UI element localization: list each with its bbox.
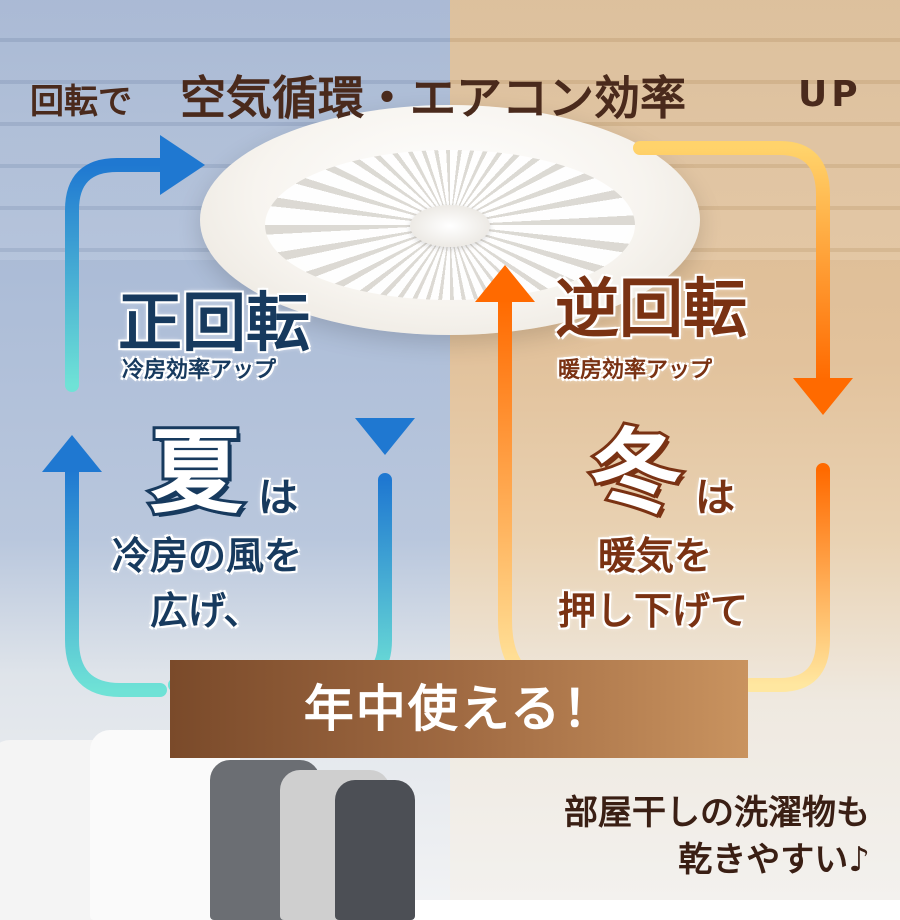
laundry-image [0, 720, 430, 920]
summer-label: 夏 [147, 416, 245, 529]
reverse-rotation-title: 逆回転 [555, 273, 747, 347]
year-round-text: 年中使える！ [303, 680, 615, 738]
winter-line-1: 暖気を [598, 534, 713, 578]
winter-particle: は [695, 475, 735, 521]
ceiling-fan-image [185, 95, 715, 375]
summer-line-2: 広げ、 [150, 589, 262, 633]
heating-efficiency-subtitle: 暖房効率アップ [558, 358, 713, 383]
rotation-arrows [42, 135, 853, 697]
summer-line-1: 冷房の風を [112, 534, 303, 578]
forward-rotation-title: 正回転 [118, 287, 310, 361]
laundry-note-line-1: 部屋干しの洗濯物も [564, 793, 870, 833]
winter-label: 冬 [587, 416, 685, 529]
cooling-efficiency-subtitle: 冷房効率アップ [122, 358, 277, 383]
headline-main: 空気循環・エアコン効率 [180, 71, 686, 125]
headline-prefix: 回転で [30, 82, 132, 122]
laundry-note-line-2: 乾きやすい♪ [678, 840, 870, 880]
headline-up: UP [798, 74, 862, 115]
headline: 回転で 空気循環・エアコン効率 UP [30, 60, 870, 125]
summer-particle: は [258, 475, 298, 521]
winter-line-2: 押し下げて [558, 589, 749, 633]
year-round-banner: 年中使える！ [170, 660, 748, 758]
